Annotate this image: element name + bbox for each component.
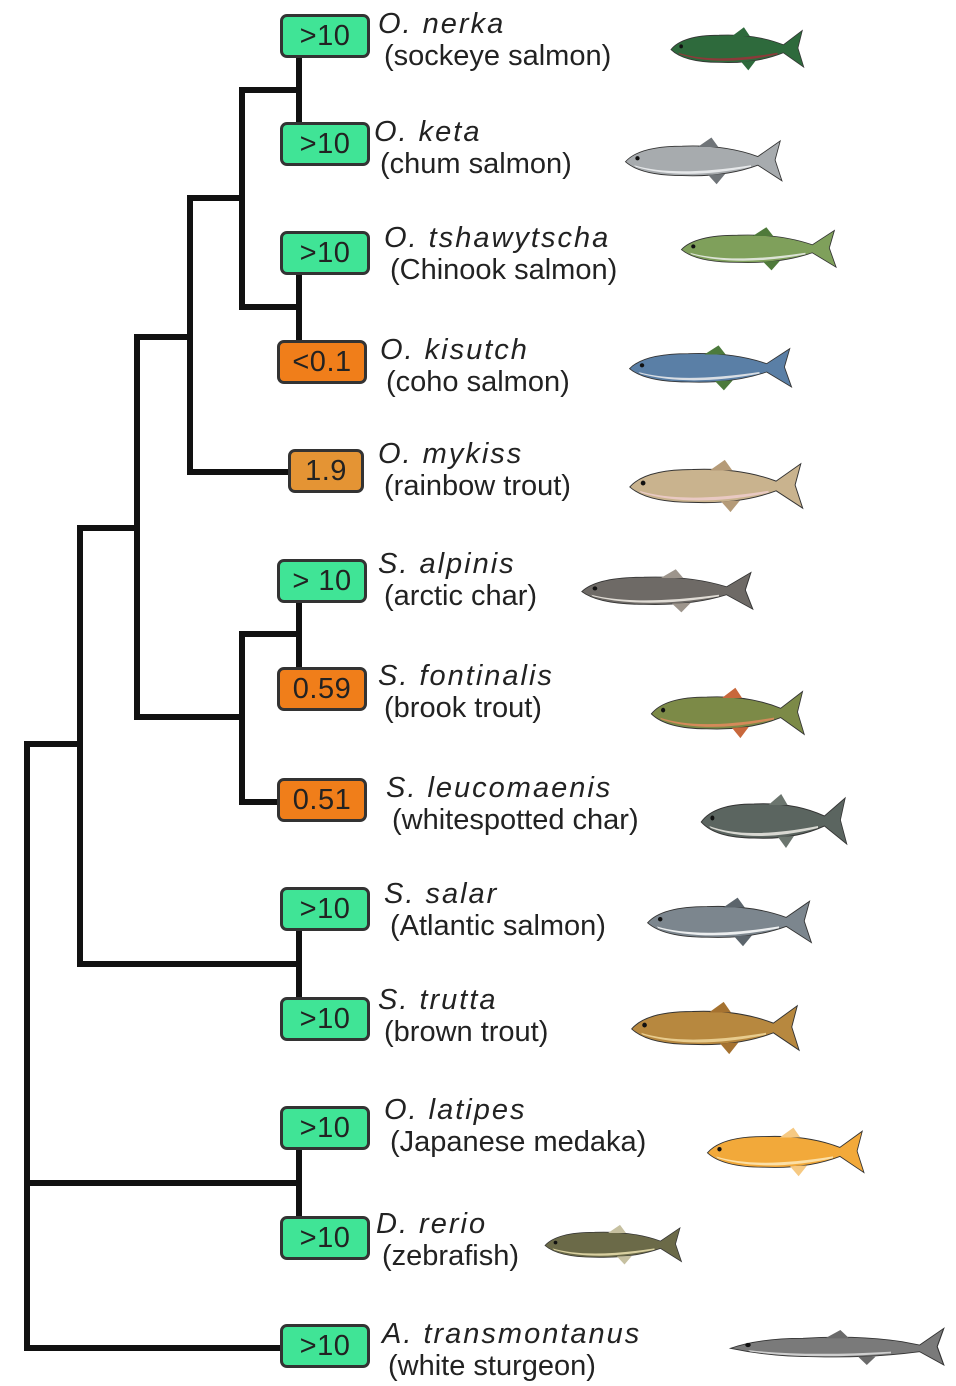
scientific-name: O. tshawytscha bbox=[384, 222, 617, 254]
taxon-label-transmontanus: A. transmontanus(white sturgeon) bbox=[382, 1318, 641, 1382]
taxon-label-salar: S. salar(Atlantic salmon) bbox=[384, 878, 606, 942]
taxon-label-latipes: O. latipes(Japanese medaka) bbox=[384, 1094, 646, 1158]
common-name: (sockeye salmon) bbox=[384, 40, 611, 72]
value-badge-leucomaenis: 0.51 bbox=[277, 778, 367, 822]
whitespotted-char-icon bbox=[698, 790, 858, 850]
coho-salmon-icon bbox=[626, 342, 804, 392]
common-name: (rainbow trout) bbox=[384, 470, 571, 502]
value-badge-alpinis: > 10 bbox=[277, 559, 367, 603]
sockeye-salmon-icon bbox=[668, 24, 814, 72]
zebrafish-icon bbox=[542, 1222, 692, 1266]
common-name: (Chinook salmon) bbox=[390, 254, 617, 286]
common-name: (arctic char) bbox=[384, 580, 537, 612]
fish-eye bbox=[641, 481, 646, 486]
taxon-label-trutta: S. trutta(brown trout) bbox=[378, 984, 548, 1048]
common-name: (coho salmon) bbox=[386, 366, 570, 398]
white-sturgeon-icon bbox=[726, 1320, 946, 1370]
scientific-name: O. kisutch bbox=[380, 334, 570, 366]
arctic-char-icon bbox=[578, 566, 766, 614]
fish-eye bbox=[717, 1147, 721, 1152]
value-badge-transmontanus: >10 bbox=[280, 1324, 370, 1368]
value-badge-fontinalis: 0.59 bbox=[277, 667, 367, 711]
taxon-label-mykiss: O. mykiss(rainbow trout) bbox=[378, 438, 571, 502]
fish-eye bbox=[642, 1023, 647, 1028]
fish-eye bbox=[640, 363, 644, 367]
scientific-name: O. keta bbox=[374, 116, 572, 148]
scientific-name: D. rerio bbox=[376, 1208, 519, 1240]
brook-trout-icon bbox=[648, 684, 816, 740]
scientific-name: S. salar bbox=[384, 878, 606, 910]
common-name: (Atlantic salmon) bbox=[390, 910, 606, 942]
taxon-label-leucomaenis: S. leucomaenis(whitespotted char) bbox=[386, 772, 639, 836]
value-badge-mykiss: 1.9 bbox=[288, 449, 364, 493]
chum-salmon-icon bbox=[622, 134, 794, 186]
fish-eye bbox=[658, 917, 663, 922]
branch-root bbox=[27, 744, 280, 1348]
common-name: (whitespotted char) bbox=[392, 804, 639, 836]
scientific-name: O. latipes bbox=[384, 1094, 646, 1126]
fish-eye bbox=[661, 708, 665, 713]
taxon-label-tshawytscha: O. tshawytscha(Chinook salmon) bbox=[384, 222, 617, 286]
scientific-name: A. transmontanus bbox=[382, 1318, 641, 1350]
common-name: (brown trout) bbox=[384, 1016, 548, 1048]
scientific-name: S. trutta bbox=[378, 984, 548, 1016]
japanese-medaka-icon bbox=[704, 1124, 876, 1178]
taxon-label-nerka: O. nerka(sockeye salmon) bbox=[378, 8, 611, 72]
scientific-name: S. alpinis bbox=[378, 548, 537, 580]
fish-eye bbox=[635, 156, 639, 160]
scientific-name: S. leucomaenis bbox=[386, 772, 639, 804]
fish-eye bbox=[710, 816, 714, 821]
scientific-name: S. fontinalis bbox=[378, 660, 554, 692]
brown-trout-icon bbox=[628, 998, 812, 1056]
value-badge-salar: >10 bbox=[280, 887, 370, 931]
taxon-label-rerio: D. rerio(zebrafish) bbox=[376, 1208, 519, 1272]
branch-node-c bbox=[242, 634, 299, 802]
fish-eye bbox=[554, 1241, 558, 1245]
common-name: (chum salmon) bbox=[380, 148, 572, 180]
fish-eye bbox=[691, 244, 695, 248]
rainbow-trout-icon bbox=[626, 456, 816, 514]
value-badge-kisutch: <0.1 bbox=[277, 340, 367, 384]
atlantic-salmon-icon bbox=[644, 894, 824, 948]
tree-branches bbox=[27, 58, 299, 1348]
fish-eye bbox=[679, 44, 683, 48]
value-badge-latipes: >10 bbox=[280, 1106, 370, 1150]
value-badge-nerka: >10 bbox=[280, 14, 370, 58]
branch-node-e bbox=[80, 528, 299, 964]
fish-eye bbox=[593, 586, 598, 590]
common-name: (zebrafish) bbox=[382, 1240, 519, 1272]
taxon-label-kisutch: O. kisutch(coho salmon) bbox=[380, 334, 570, 398]
scientific-name: O. mykiss bbox=[378, 438, 571, 470]
taxon-label-keta: O. keta(chum salmon) bbox=[374, 116, 572, 180]
value-badge-tshawytscha: >10 bbox=[280, 231, 370, 275]
common-name: (white sturgeon) bbox=[388, 1350, 641, 1382]
scientific-name: O. nerka bbox=[378, 8, 611, 40]
chinook-salmon-icon bbox=[678, 224, 848, 272]
common-name: (Japanese medaka) bbox=[390, 1126, 646, 1158]
value-badge-keta: >10 bbox=[280, 122, 370, 166]
common-name: (brook trout) bbox=[384, 692, 554, 724]
fish-eye bbox=[745, 1343, 751, 1347]
value-badge-trutta: >10 bbox=[280, 997, 370, 1041]
taxon-label-alpinis: S. alpinis(arctic char) bbox=[378, 548, 537, 612]
taxon-label-fontinalis: S. fontinalis(brook trout) bbox=[378, 660, 554, 724]
value-badge-rerio: >10 bbox=[280, 1216, 370, 1260]
